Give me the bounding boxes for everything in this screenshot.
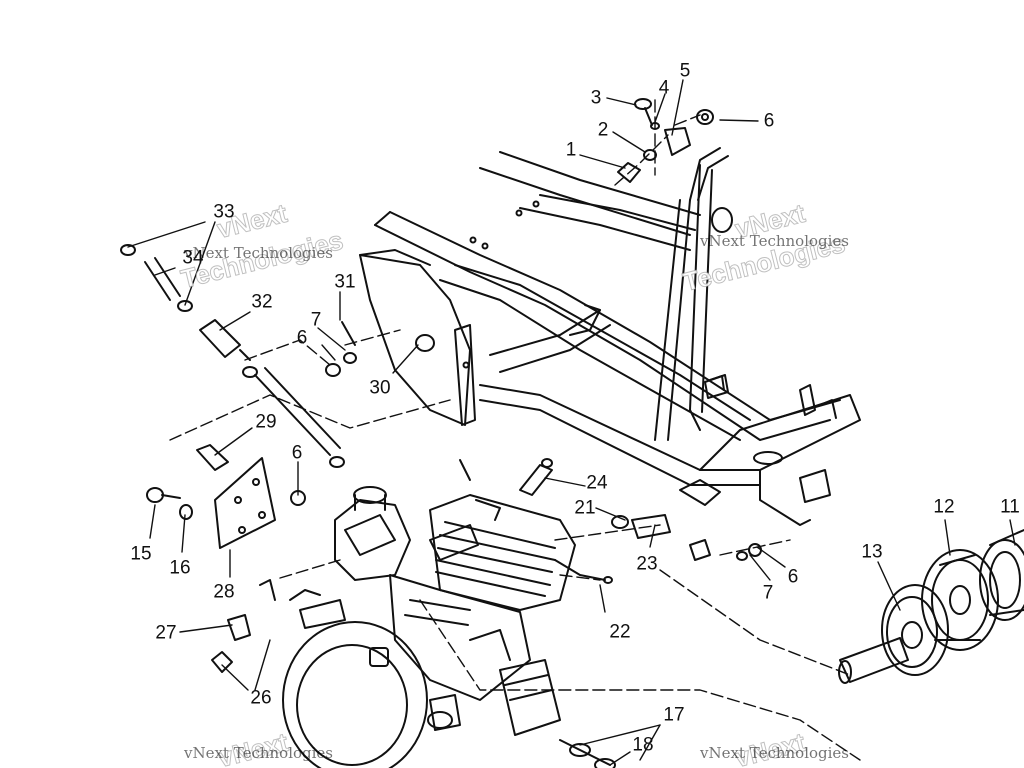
callout-3: 3 [590, 87, 602, 109]
callout-2: 2 [597, 119, 609, 141]
watermark-text-bottom-left: vNext Technologies [184, 744, 334, 762]
callout-6-left: 6 [296, 327, 308, 349]
callout-6-top-right: 6 [763, 110, 775, 132]
hardware-parts [120, 98, 762, 673]
callout-32: 32 [251, 291, 273, 313]
callout-12: 12 [933, 496, 955, 518]
watermark-text-bottom-right: vNext Technologies [700, 744, 850, 762]
clutch-assembly [838, 529, 1024, 684]
callout-29: 29 [255, 411, 277, 433]
callout-23: 23 [636, 553, 658, 575]
callout-6-mid: 6 [291, 442, 303, 464]
callout-16: 16 [169, 557, 191, 579]
callout-34: 34 [182, 247, 204, 269]
frame-assembly [359, 147, 861, 526]
callout-17: 17 [663, 704, 685, 726]
callout-31: 31 [334, 271, 356, 293]
callout-30: 30 [369, 377, 391, 399]
callout-5: 5 [679, 60, 691, 82]
callout-26: 26 [250, 687, 272, 709]
callout-11: 11 [1000, 496, 1020, 518]
callout-18: 18 [632, 734, 654, 756]
callout-28: 28 [213, 581, 235, 603]
callout-21: 21 [574, 497, 596, 519]
callout-27: 27 [155, 622, 177, 644]
callout-7-left: 7 [310, 309, 322, 331]
engine-assembly [282, 459, 616, 768]
callout-1: 1 [565, 139, 577, 161]
callout-33: 33 [213, 201, 235, 223]
callout-7-right: 7 [762, 582, 774, 604]
callout-4: 4 [658, 77, 670, 99]
callout-6-right: 6 [787, 566, 799, 588]
callout-22: 22 [609, 621, 631, 643]
watermark-text-top-left: vNext Technologies [184, 244, 334, 262]
callout-24: 24 [586, 472, 608, 494]
watermark-text-top-right: vNext Technologies [700, 232, 850, 250]
callout-13: 13 [861, 541, 883, 563]
callout-15: 15 [130, 543, 152, 565]
